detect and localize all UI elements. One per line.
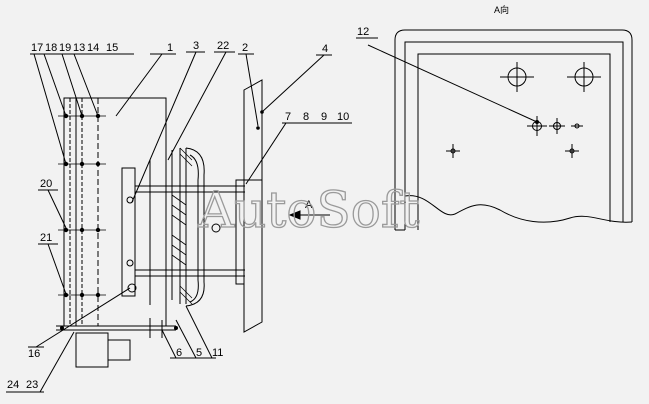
callout-22: 22 bbox=[217, 40, 229, 52]
leader-12-dot bbox=[535, 120, 539, 124]
bracket-dot bbox=[60, 326, 64, 330]
callout-15: 15 bbox=[106, 42, 118, 54]
leader-12 bbox=[367, 44, 538, 123]
view-a-label: A向 bbox=[494, 4, 509, 15]
callout-19: 19 bbox=[59, 42, 71, 54]
callout-16: 16 bbox=[28, 348, 40, 360]
callout-6: 6 bbox=[176, 347, 182, 359]
callout-13: 13 bbox=[73, 42, 85, 54]
callout-labels: 17 18 19 13 14 15 1 3 22 2 4 7 8 9 10 12… bbox=[7, 26, 369, 391]
bracket-dot-2 bbox=[174, 326, 178, 330]
bottom-bracket bbox=[56, 318, 176, 368]
fan-hatching bbox=[179, 147, 193, 305]
callout-4: 4 bbox=[322, 43, 328, 55]
callout-2: 2 bbox=[242, 42, 248, 54]
callout-23: 23 bbox=[26, 379, 38, 391]
callout-11: 11 bbox=[212, 347, 223, 359]
callout-9: 9 bbox=[321, 111, 327, 123]
callout-10: 10 bbox=[337, 111, 349, 123]
callout-14: 14 bbox=[87, 42, 99, 54]
mounting-panel bbox=[243, 79, 263, 333]
view-a-frame bbox=[394, 29, 633, 231]
section-arrow-a bbox=[288, 210, 330, 220]
leader-lines bbox=[6, 37, 378, 393]
callout-1: 1 bbox=[167, 42, 173, 54]
callout-7: 7 bbox=[285, 111, 291, 123]
radiator-core bbox=[63, 97, 167, 327]
callout-21: 21 bbox=[40, 232, 52, 244]
callout-18: 18 bbox=[45, 42, 57, 54]
view-a-holes bbox=[446, 62, 601, 158]
callout-24: 24 bbox=[7, 379, 19, 391]
callout-8: 8 bbox=[303, 111, 309, 123]
callout-5: 5 bbox=[196, 347, 202, 359]
callout-17: 17 bbox=[31, 42, 43, 54]
fan-blades bbox=[171, 194, 187, 266]
section-arrow-label: A bbox=[305, 199, 313, 211]
callout-20: 20 bbox=[40, 178, 52, 190]
watermark: AutoSoft bbox=[197, 181, 419, 239]
panel-dot bbox=[256, 126, 260, 130]
callout-3: 3 bbox=[193, 40, 199, 52]
callout-12: 12 bbox=[357, 26, 369, 38]
